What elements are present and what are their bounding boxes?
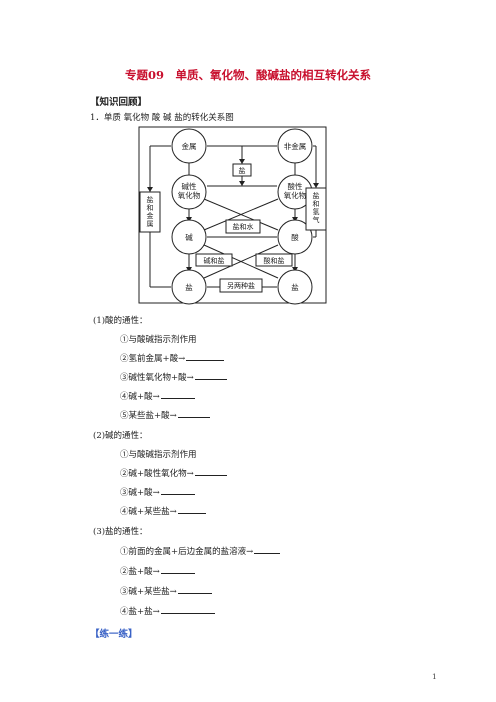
label-salt-right: 盐 [291, 282, 299, 292]
label-salt-hydrogen-4: 气 [313, 215, 320, 224]
salt-prop-1: ①前面的金属+后边金属的盐溶液→ [120, 545, 281, 557]
box-base-salt [195, 253, 233, 267]
node-basic-oxide [171, 174, 207, 210]
base-prop-4: ④碱+某些盐→ [120, 505, 206, 517]
item-1-caption: 1．单质 氧化物 酸 碱 盐的转化关系图 [90, 113, 234, 123]
label-salt-hydrogen-2: 和 [313, 199, 320, 208]
base-props-heading: (2)碱的通性： [93, 431, 148, 441]
box-two-salts [219, 278, 263, 293]
box-salt-water [225, 219, 261, 234]
label-nonmetal: 非金属 [284, 141, 307, 151]
label-base-salt: 碱和盐 [204, 256, 225, 265]
salt-prop-2: ②盐+酸→ [120, 565, 195, 577]
acid-prop-5: ⑤某些盐+酸→ [120, 409, 210, 421]
node-acid [277, 219, 313, 255]
label-salt-left: 盐 [185, 282, 193, 292]
acid-prop-1: ①与酸碱指示剂作用 [120, 335, 197, 345]
node-salt-right [277, 269, 313, 305]
answer-blank[interactable] [254, 545, 281, 554]
label-salt-hydrogen-3: 氢 [313, 207, 320, 216]
label-salt-metal-1: 盐 [147, 195, 154, 204]
label-base: 碱 [185, 233, 193, 242]
label-salt-metal-2: 和 [147, 203, 154, 212]
node-base [171, 219, 207, 255]
section-knowledge-review: 【知识回顾】 [90, 97, 148, 108]
acid-prop-4: ④碱+酸→ [120, 390, 195, 402]
label-acidic-oxide-1: 酸性 [288, 181, 303, 191]
base-prop-3: ③碱+酸→ [120, 486, 195, 498]
box-salt-hydrogen [305, 187, 327, 231]
page-number: 1 [432, 672, 437, 681]
answer-blank[interactable] [160, 486, 195, 495]
answer-blank[interactable] [194, 467, 227, 476]
label-basic-oxide-2: 氧化物 [178, 190, 201, 200]
salt-props-heading: (3)盐的通性： [93, 527, 148, 537]
box-salt-metal [139, 191, 161, 233]
answer-blank[interactable] [177, 409, 210, 418]
answer-blank[interactable] [194, 371, 227, 380]
label-basic-oxide-1: 碱性 [182, 181, 197, 191]
label-two-salts: 另两种盐 [227, 281, 255, 290]
base-prop-2: ②碱+酸性氧化物→ [120, 467, 227, 479]
node-metal [171, 128, 207, 164]
label-metal: 金属 [182, 141, 197, 151]
base-prop-1: ①与酸碱指示剂作用 [120, 450, 197, 460]
answer-blank[interactable] [160, 605, 215, 614]
conversion-diagram: 金属 非金属 碱性 氧化物 酸性 氧化物 碱 酸 盐 盐 盐 盐和水 碱和盐 酸… [138, 126, 327, 305]
acid-prop-3: ③碱性氧化物+酸→ [120, 371, 227, 383]
answer-blank[interactable] [160, 390, 195, 399]
answer-blank[interactable] [160, 565, 195, 574]
acid-prop-2: ②氢前金属+酸→ [120, 352, 225, 364]
page-title: 专题09 单质、氧化物、酸碱盐的相互转化关系 [124, 68, 371, 82]
box-acid-salt [255, 253, 293, 267]
salt-prop-3: ③碱+某些盐→ [120, 585, 212, 597]
label-acid: 酸 [291, 232, 299, 242]
acid-props-heading: (1)酸的通性： [93, 316, 148, 326]
answer-blank[interactable] [186, 352, 225, 361]
practice-heading: 【练一练】 [90, 629, 138, 640]
label-salt-metal-4: 属 [147, 220, 154, 228]
node-salt-left [171, 269, 207, 305]
node-nonmetal [277, 128, 313, 164]
label-salt-water: 盐和水 [233, 222, 254, 231]
answer-blank[interactable] [177, 505, 206, 514]
label-salt-metal-3: 金 [147, 211, 154, 220]
box-salt-top [232, 163, 252, 177]
label-salt-top: 盐 [239, 166, 246, 175]
label-acidic-oxide-2: 氧化物 [284, 190, 307, 200]
answer-blank[interactable] [177, 585, 212, 594]
salt-prop-4: ④盐+盐→ [120, 605, 215, 617]
label-salt-hydrogen-1: 盐 [313, 191, 320, 200]
label-acid-salt: 酸和盐 [264, 256, 285, 265]
